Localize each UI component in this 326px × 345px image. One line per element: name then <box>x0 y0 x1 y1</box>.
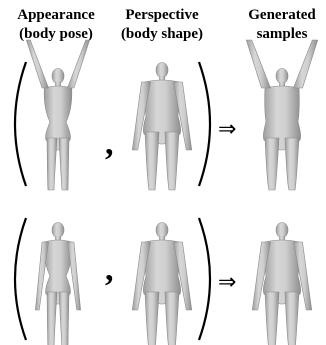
row1-right-paren <box>197 61 212 187</box>
appearance-header-line1: Appearance <box>17 7 95 23</box>
row2-appearance-body-figure <box>35 222 81 345</box>
row2-left-paren <box>13 217 28 341</box>
perspective-header-line1: Perspective <box>125 7 199 23</box>
generated-header-line1: Generated <box>248 7 316 23</box>
perspective-header-line2: (body shape) <box>120 26 204 42</box>
row1-left-paren <box>13 61 28 187</box>
perspective-header: Perspective (body shape) <box>112 6 212 44</box>
row1-appearance-body-figure <box>26 39 90 191</box>
row1-perspective-body-figure <box>132 62 192 191</box>
row1-comma: , <box>105 125 114 162</box>
row2-comma: , <box>105 251 114 288</box>
row1-arrow: ⇒ <box>218 117 236 142</box>
row2-arrow: ⇒ <box>218 270 236 295</box>
generated-header: Generated samples <box>238 6 326 44</box>
appearance-header-line2: (body pose) <box>19 26 93 42</box>
row1-generated-body-figure <box>246 39 318 191</box>
generated-header-line2: samples <box>256 26 308 42</box>
row2-generated-body-figure <box>252 222 312 345</box>
row2-right-paren <box>197 217 212 341</box>
row2-perspective-body-figure <box>132 222 192 345</box>
appearance-header: Appearance (body pose) <box>0 6 112 44</box>
